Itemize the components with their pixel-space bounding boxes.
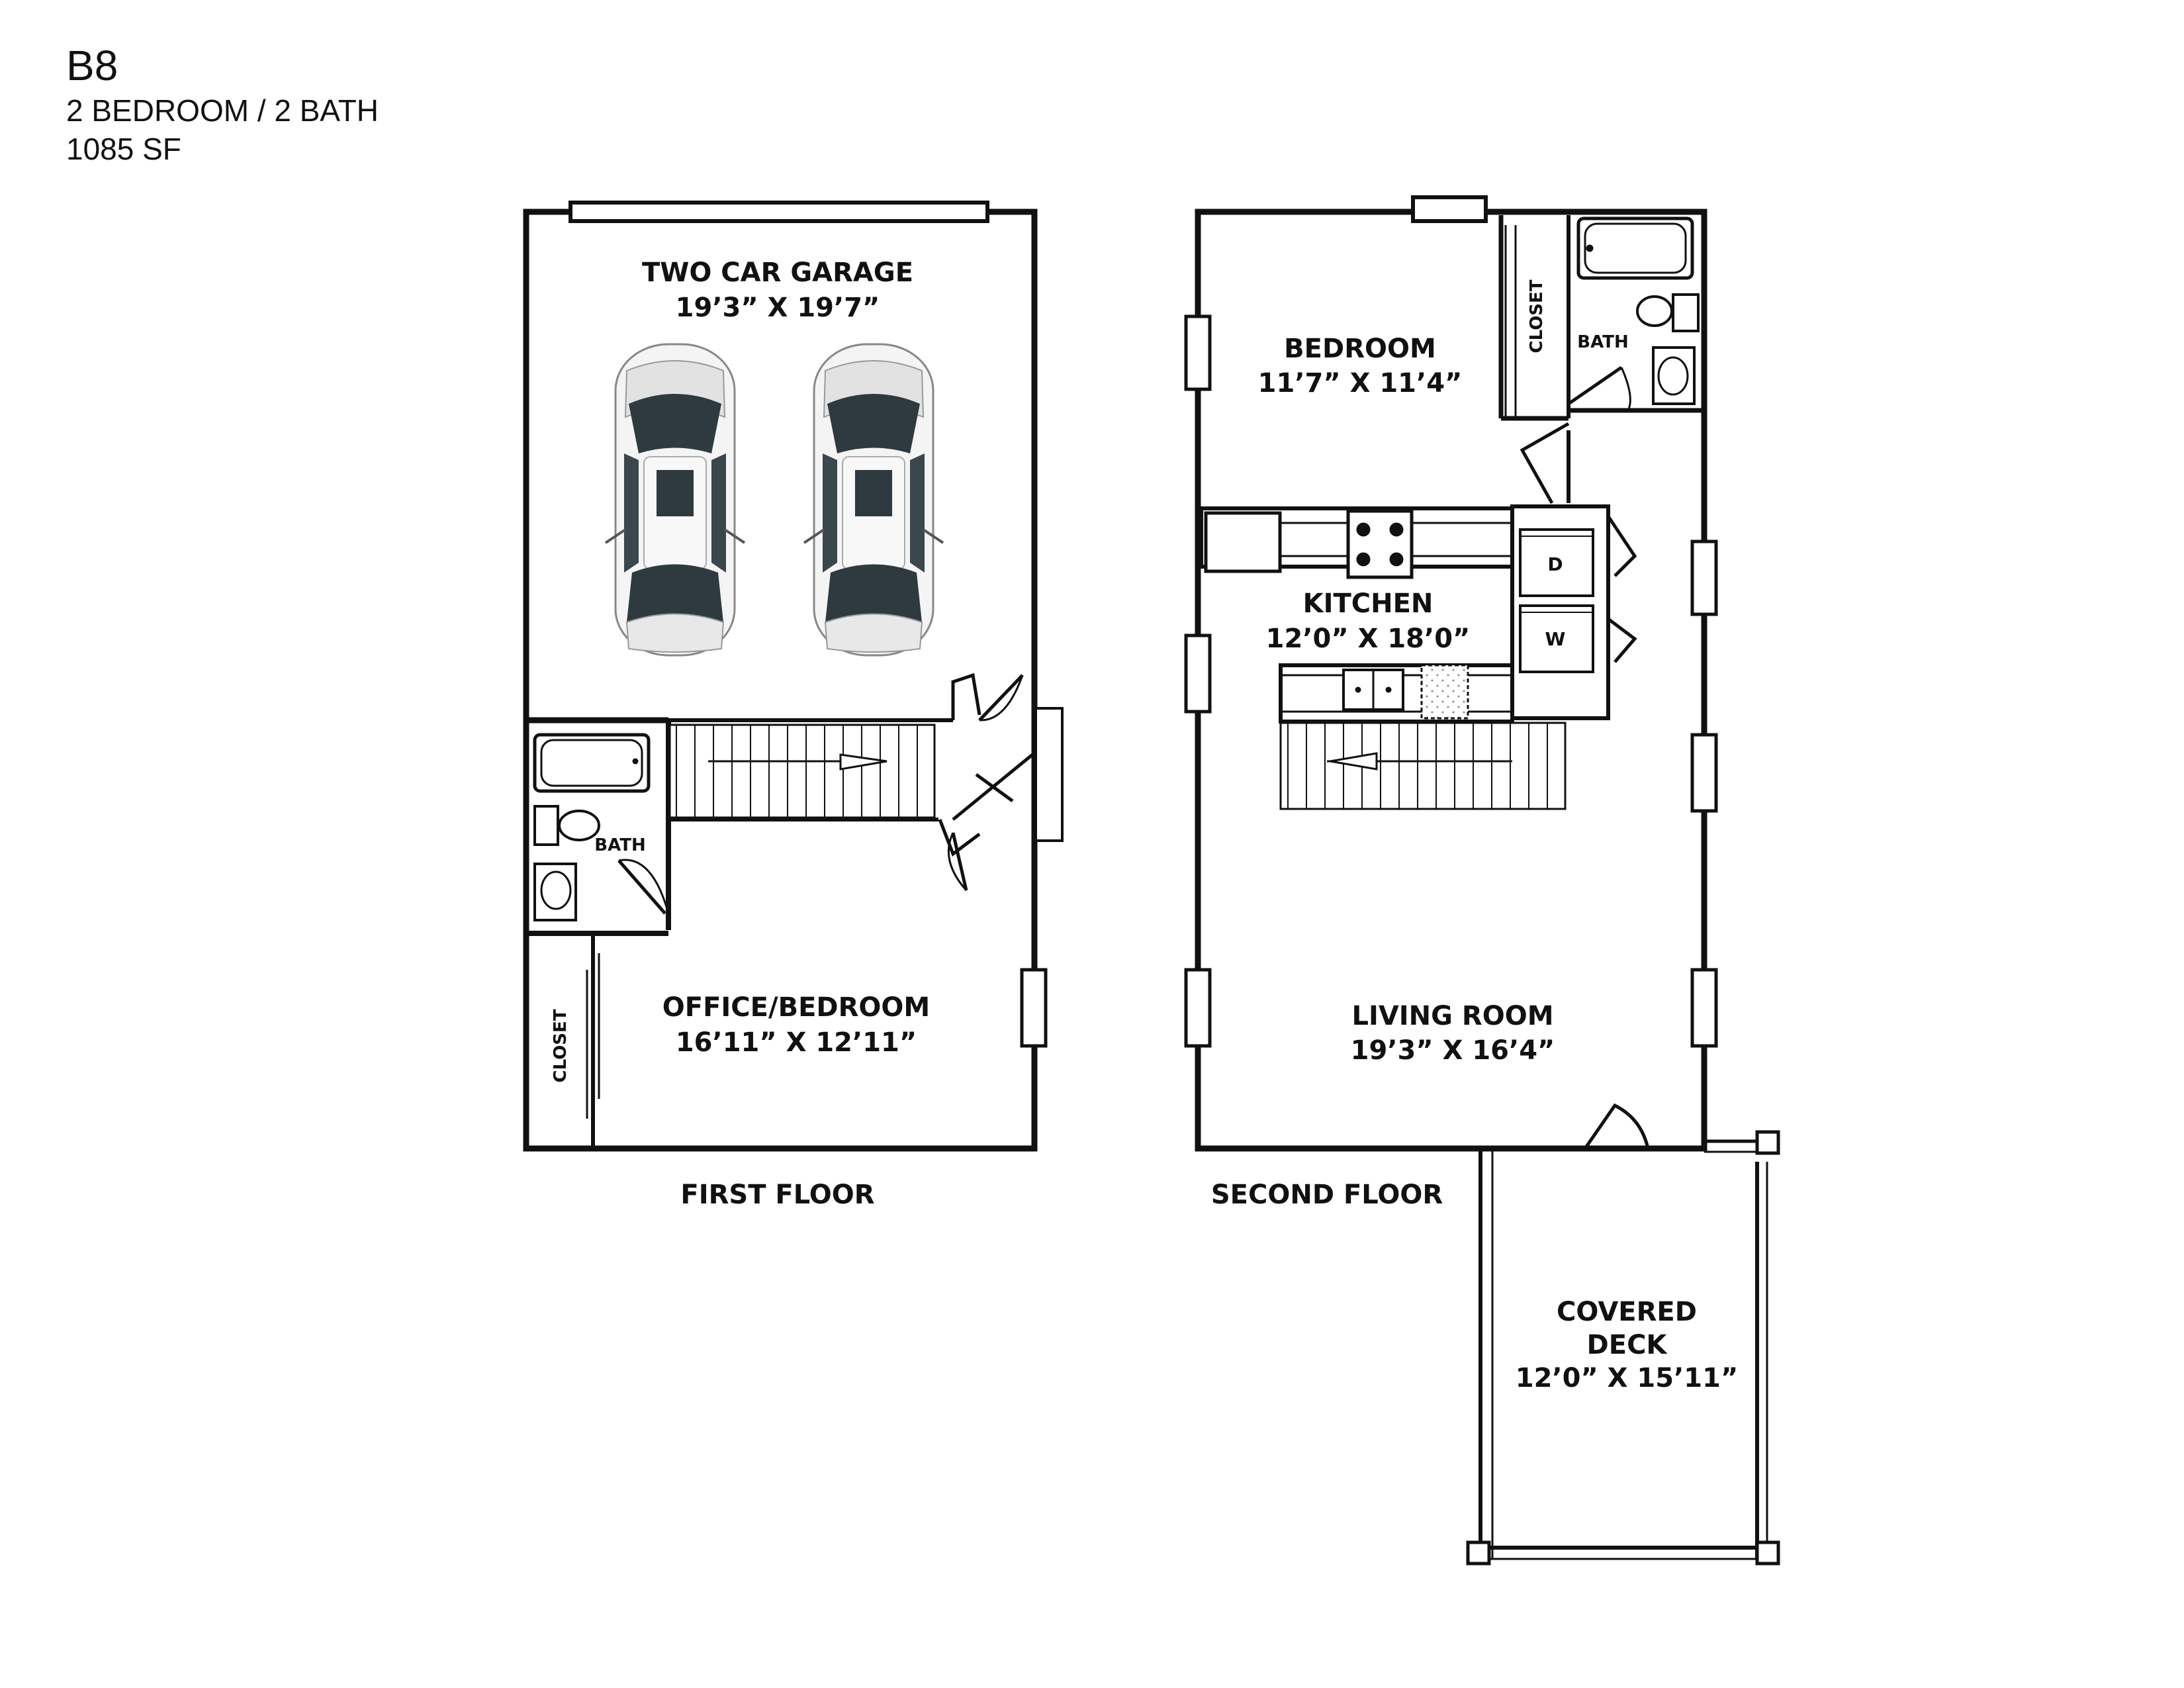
first-floor-closet-label: CLOSET xyxy=(551,1009,570,1082)
first-floor-toilet[interactable] xyxy=(533,805,559,846)
bedroom-size: 11’7” X 11’4” xyxy=(1258,368,1463,399)
washer[interactable] xyxy=(1519,604,1594,673)
unit-name: B8 xyxy=(66,42,118,89)
living-room-size: 19’3” X 16’4” xyxy=(1351,1035,1555,1066)
first-floor-entry-sidelight xyxy=(1034,707,1064,842)
beds-baths: 2 BEDROOM / 2 BATH xyxy=(66,93,379,128)
plan-header: B8 2 BEDROOM / 2 BATH 1085 SF xyxy=(66,40,379,168)
garage-name: TWO CAR GARAGE xyxy=(642,258,913,288)
first-floor-stairs xyxy=(668,724,936,819)
office-name: OFFICE/BEDROOM xyxy=(662,992,930,1023)
dishwasher[interactable] xyxy=(1420,664,1469,720)
bedroom-name: BEDROOM xyxy=(1284,334,1436,364)
kitchen-name: KITCHEN xyxy=(1303,588,1433,619)
deck-name-line1: COVERED xyxy=(1557,1297,1697,1327)
second-floor-label: SECOND FLOOR xyxy=(1211,1180,1443,1210)
deck-name-line2: DECK xyxy=(1587,1330,1668,1360)
covered-deck xyxy=(1466,1130,1780,1566)
first-floor-label: FIRST FLOOR xyxy=(680,1180,874,1210)
living-room-name: LIVING ROOM xyxy=(1351,1001,1553,1031)
dryer[interactable] xyxy=(1519,528,1594,597)
garage-car-right xyxy=(803,343,944,657)
dryer-label: D xyxy=(1547,553,1563,575)
garage-door xyxy=(569,201,989,223)
second-floor-closet-label: CLOSET xyxy=(1527,279,1547,353)
kitchen-size: 12’0” X 18’0” xyxy=(1266,624,1471,654)
second-floor-bath-label: BATH xyxy=(1577,332,1628,352)
first-floor-bath-label: BATH xyxy=(594,835,645,855)
washer-label: W xyxy=(1545,628,1566,650)
garage-size: 19’3” X 19’7” xyxy=(676,293,880,323)
office-size: 16’11” X 12’11” xyxy=(676,1027,917,1058)
deck-size: 12’0” X 15’11” xyxy=(1516,1363,1738,1393)
second-floor-stairs xyxy=(1279,722,1567,810)
first-floor xyxy=(523,201,1064,1152)
second-floor xyxy=(1184,195,1780,1566)
office-window xyxy=(1020,968,1048,1048)
square-footage: 1085 SF xyxy=(66,132,181,166)
garage-car-left xyxy=(604,343,746,657)
kitchen-stove[interactable] xyxy=(1346,509,1414,579)
